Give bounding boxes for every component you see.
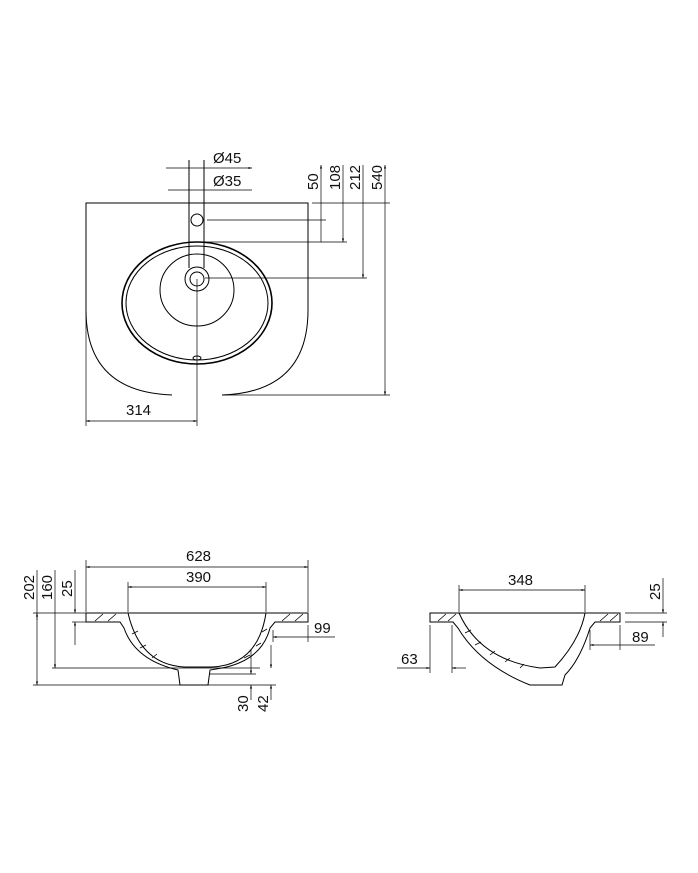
side-section: 348 25 89 63 [397,572,667,686]
dim-390: 390 [186,569,211,586]
front-section-outline [85,612,309,686]
dim-89: 89 [632,629,649,646]
dim-212: 212 [347,165,364,190]
dim-540: 540 [369,165,386,190]
dim-42: 42 [255,695,272,712]
dim-63: 63 [401,651,418,668]
dim-25-side: 25 [647,583,664,600]
basin-outline [85,202,309,396]
dim-314: 314 [126,402,151,419]
dim-99: 99 [314,620,331,637]
dim-628: 628 [186,548,211,565]
dim-160: 160 [39,575,56,600]
top-view: Ø45 Ø35 50 108 212 540 314 [85,150,390,426]
dim-108: 108 [327,165,344,190]
dim-diameter-45: Ø45 [213,150,241,167]
side-section-outline [429,612,621,686]
front-section: 628 390 202 160 25 99 30 42 [21,548,335,712]
dim-50: 50 [305,173,322,190]
dim-30: 30 [235,695,252,712]
dim-25: 25 [59,580,76,597]
tap-hole [190,213,204,227]
dim-202: 202 [21,575,38,600]
dim-diameter-35: Ø35 [213,173,241,190]
dim-348: 348 [508,572,533,589]
